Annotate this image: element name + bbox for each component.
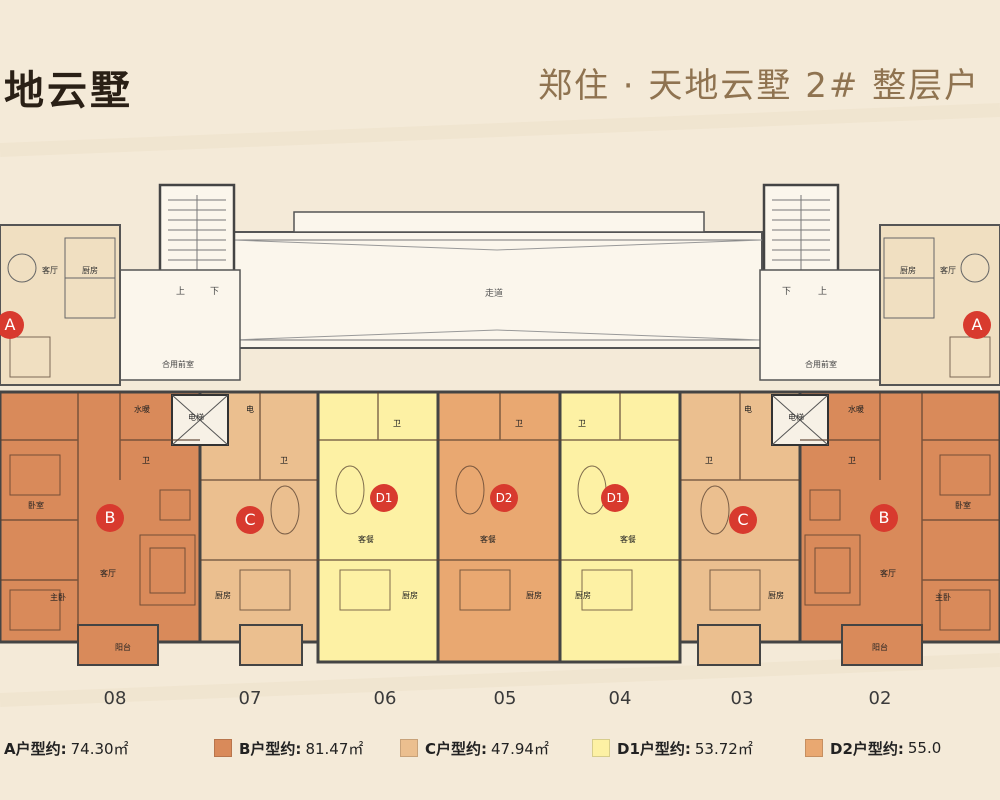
corridor-block xyxy=(231,211,763,349)
unit-a-left xyxy=(0,224,121,386)
legend-swatch xyxy=(214,739,232,757)
legend-swatch xyxy=(592,739,610,757)
elevator-label-left: 电梯 xyxy=(188,413,204,422)
corridor-label: 走道 xyxy=(485,289,504,299)
room-balcony-b-right: 阳台 xyxy=(872,643,888,652)
logo-text: 地云墅 xyxy=(4,67,133,114)
room-balcony-b-left: 阳台 xyxy=(115,643,131,652)
legend-label: A户型约: xyxy=(4,739,67,758)
room-kitchen-c-right: 厨房 xyxy=(768,591,784,600)
room-kitchen-d2: 厨房 xyxy=(526,591,542,600)
stair-down-left: 下 xyxy=(210,287,220,297)
unit-number: 04 xyxy=(608,688,632,709)
room-bath-b-left: 卫 xyxy=(142,456,150,465)
page-title: 郑住 · 天地云墅 2# 整层户 xyxy=(538,66,981,106)
lobby-left xyxy=(119,269,241,381)
room-bath-d1-left: 卫 xyxy=(393,419,401,428)
unit-number: 06 xyxy=(373,688,397,709)
unit-type-badge: D1 xyxy=(601,484,629,512)
room-kitchen-a-right: 厨房 xyxy=(900,266,916,275)
legend-label: C户型约: xyxy=(425,739,488,758)
unit-number: 03 xyxy=(730,688,754,709)
legend-area: 81.47㎡ xyxy=(305,739,364,758)
legend-item: B户型约:81.47㎡ xyxy=(214,733,363,763)
room-shaft-water-right: 水暖 xyxy=(848,405,864,414)
legend-area: 53.72㎡ xyxy=(694,739,753,758)
unit-type-badge: D1 xyxy=(370,484,398,512)
room-bath-b-right: 卫 xyxy=(848,456,856,465)
room-bedroom-b-right: 卧室 xyxy=(955,501,971,510)
room-master-b-left: 主卧 xyxy=(50,593,66,602)
room-kitchen-c-left: 厨房 xyxy=(215,591,231,600)
unit-type-badge: C xyxy=(729,506,757,534)
room-shaft-elec-right: 电 xyxy=(744,405,752,414)
unit-number: 08 xyxy=(103,688,127,709)
unit-type-badge: A xyxy=(0,311,24,339)
unit-number: 07 xyxy=(238,688,262,709)
legend-item: D1户型约:53.72㎡ xyxy=(592,733,753,763)
legend-area: 47.94㎡ xyxy=(491,739,549,758)
room-kitchen-a-left: 厨房 xyxy=(82,266,98,275)
stair-up-right: 上 xyxy=(818,287,828,297)
legend-area: 55.0 xyxy=(907,739,942,757)
unit-type-badge: B xyxy=(96,504,124,532)
elevator-label-right: 电梯 xyxy=(788,413,804,422)
room-bath-c-right: 卫 xyxy=(705,456,713,465)
room-shaft-elec-left: 电 xyxy=(246,405,254,414)
unit-type-badge: A xyxy=(963,311,991,339)
room-kitchen-d1-right: 厨房 xyxy=(575,591,591,600)
unit-a-right xyxy=(879,224,1000,386)
legend-item: D2户型约:55.0 xyxy=(805,733,941,763)
room-bedroom-b-left: 卧室 xyxy=(28,501,44,510)
stair-down-right: 下 xyxy=(782,287,792,297)
legend-label: D1户型约: xyxy=(617,739,691,758)
legend-label: B户型约: xyxy=(239,739,302,758)
room-shaft-water-left: 水暖 xyxy=(134,405,150,414)
legend-area: 74.30㎡ xyxy=(70,739,129,758)
room-living-b-left: 客厅 xyxy=(100,569,116,578)
lobby-right xyxy=(759,269,881,381)
legend-item: C户型约:47.94㎡ xyxy=(400,733,549,763)
room-bath-d2: 卫 xyxy=(515,419,523,428)
room-dining-d1-right: 客餐 xyxy=(620,535,636,544)
room-kitchen-d1-left: 厨房 xyxy=(402,591,418,600)
room-living-a-right: 客厅 xyxy=(940,266,956,275)
legend-swatch xyxy=(400,739,418,757)
unit-type-badge: C xyxy=(236,506,264,534)
legend-item: A户型约:74.30㎡ xyxy=(4,733,129,763)
unit-d2 xyxy=(436,390,562,664)
legend-swatch xyxy=(805,739,823,757)
unit-type-badge: B xyxy=(870,504,898,532)
room-dining-d2: 客餐 xyxy=(480,535,496,544)
unit-number: 05 xyxy=(493,688,517,709)
room-living-b-right: 客厅 xyxy=(880,569,896,578)
stair-up-left: 上 xyxy=(176,287,186,297)
room-master-b-right: 主卧 xyxy=(935,593,951,602)
lobby-label-right: 合用前室 xyxy=(805,360,837,369)
legend-label: D2户型约: xyxy=(830,739,904,758)
room-living-a-left: 客厅 xyxy=(42,266,58,275)
room-bath-d1-right: 卫 xyxy=(578,419,586,428)
unit-type-badge: D2 xyxy=(490,484,518,512)
lobby-label-left: 合用前室 xyxy=(162,360,194,369)
room-bath-c-left: 卫 xyxy=(280,456,288,465)
unit-number: 02 xyxy=(868,688,892,709)
room-dining-d1-left: 客餐 xyxy=(358,535,374,544)
unit-b-right xyxy=(798,390,1000,666)
